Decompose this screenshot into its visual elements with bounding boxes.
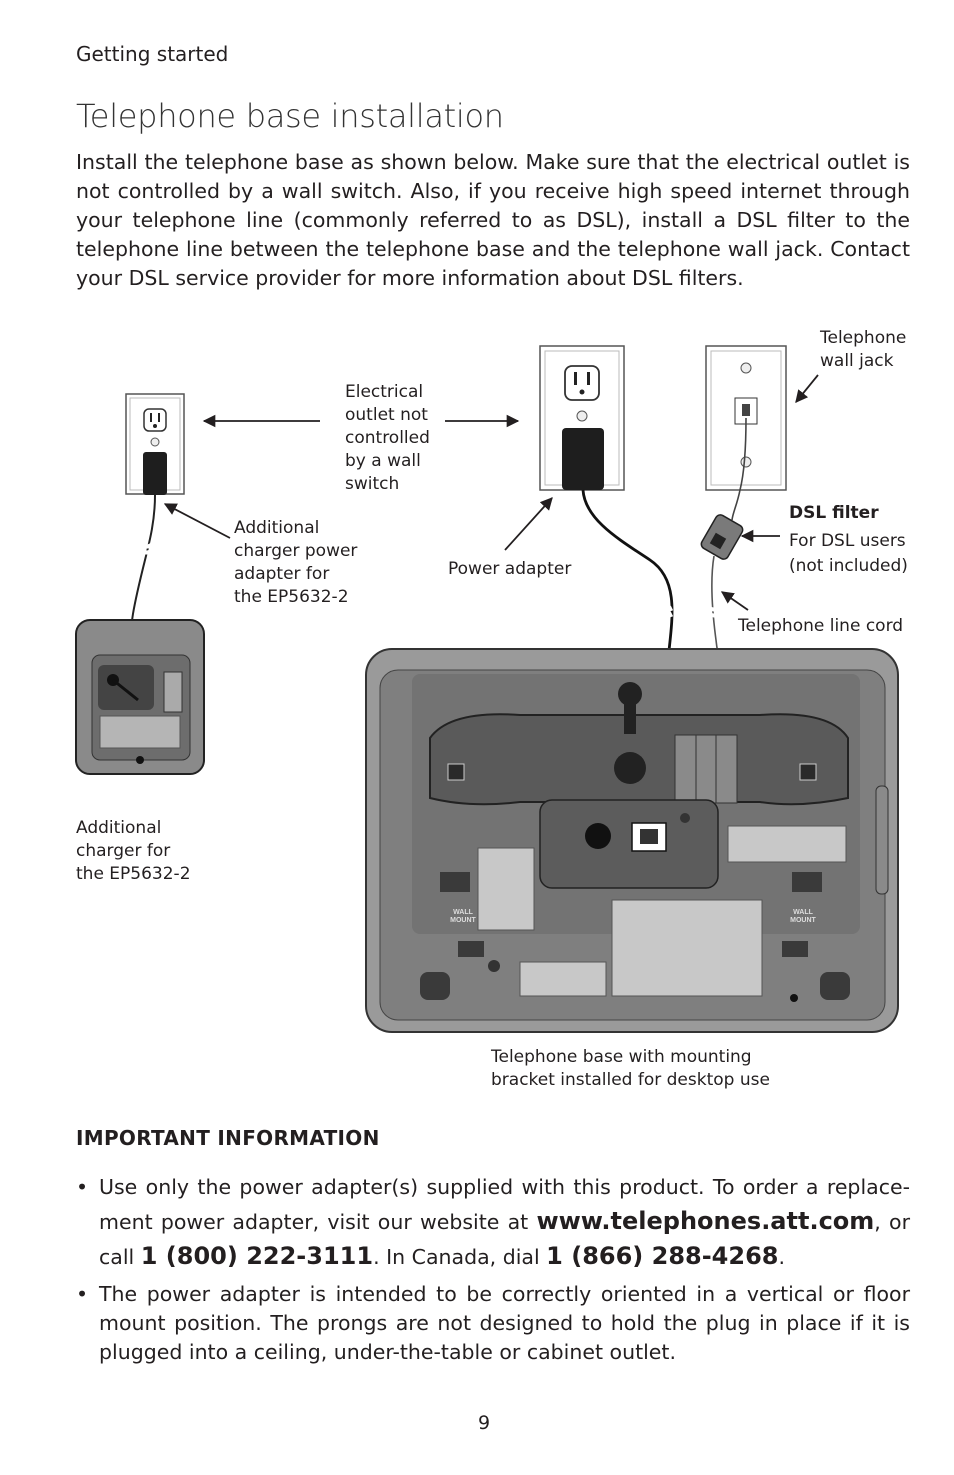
wall-mount-label-right: WALL (793, 909, 814, 916)
section-label: Getting started (76, 42, 229, 66)
label-power-adapter: Power adapter (448, 559, 572, 579)
label-telephone-wall-jack: Telephone wall jack (820, 328, 907, 371)
label-additional-charger: Additional charger for the EP5632-2 (76, 818, 191, 884)
phone-us: 1 (800) 222-3111 (140, 1242, 374, 1270)
center-wall-outlet (539, 345, 625, 491)
phone-canada: 1 (866) 288-4268 (546, 1242, 779, 1270)
installation-diagram: WALL MOUNT WALL MOUNT (75, 345, 899, 1033)
important-bullet-2: The power adapter is intended to be corr… (76, 1280, 910, 1367)
website-link[interactable]: www.telephones.att.com (536, 1207, 875, 1235)
leader-arrows (163, 374, 819, 611)
svg-text:MOUNT: MOUNT (450, 917, 476, 924)
intro-paragraph: Install the telephone base as shown belo… (76, 150, 910, 290)
left-wall-outlet (125, 393, 185, 495)
label-electrical-outlet: Electrical outlet not controlled by a wa… (345, 382, 430, 494)
page-title: Telephone base installation (76, 97, 504, 135)
label-base-caption: Telephone base with mounting bracket ins… (491, 1047, 770, 1090)
additional-charger (75, 619, 205, 775)
important-heading: IMPORTANT INFORMATION (76, 1126, 380, 1150)
important-bullet-1: Use only the power adapter(s) supplied w… (76, 1170, 910, 1274)
wall-mount-label-left: WALL (453, 909, 474, 916)
important-list: Use only the power adapter(s) supplied w… (76, 1170, 910, 1367)
page-number: 9 (477, 1412, 491, 1434)
telephone-base: WALL MOUNT WALL MOUNT (365, 648, 899, 1033)
jack-cord (731, 417, 747, 521)
label-dsl-filter: DSL filter (789, 503, 879, 523)
svg-text:MOUNT: MOUNT (790, 917, 816, 924)
label-dsl-note: For DSL users (not included) (789, 531, 908, 576)
label-additional-adapter: Additional charger power adapter for the… (234, 518, 358, 607)
label-line-cord: Telephone line cord (738, 616, 904, 636)
